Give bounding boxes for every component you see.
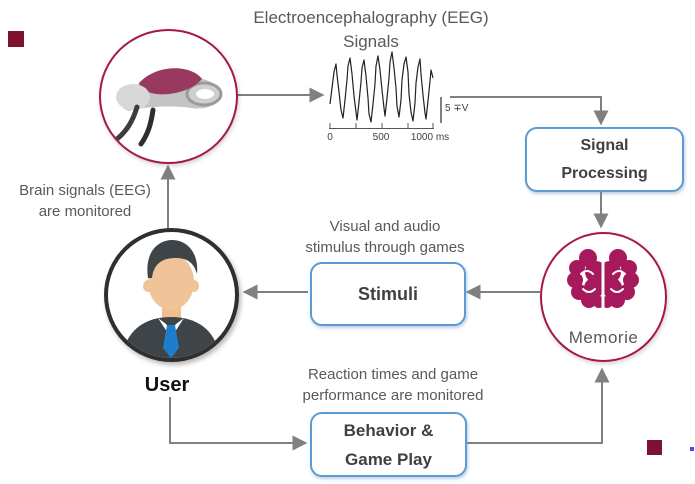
node-memorie: Memorie — [540, 232, 667, 362]
node-eeg-headset — [99, 29, 238, 164]
eeg-axis-ticks — [329, 123, 434, 128]
annotation-brain-signals: Brain signals (EEG) are monitored — [0, 180, 171, 222]
behavior-line2: Game Play — [345, 449, 432, 469]
annotation-reaction-times: Reaction times and game performance are … — [263, 364, 523, 406]
diagram-title-line2: Signals — [343, 32, 399, 51]
eeg-waveform — [329, 51, 434, 123]
arrow-user-to-behavior — [169, 397, 308, 451]
annotation-visual-audio-line1: Visual and audio — [329, 218, 441, 235]
user-label: User — [144, 374, 190, 396]
diagram-title: Electroencephalography (EEG) Signals — [171, 6, 571, 54]
eeg-tick-label-1000ms: 1000 ms — [410, 132, 450, 143]
annotation-reaction-times-line2: performance are monitored — [302, 387, 484, 404]
annotation-brain-signals-line2: are monitored — [38, 203, 132, 220]
arrow-signals-to-signal-processing — [450, 96, 609, 126]
box-behavior-game-play: Behavior & Game Play — [310, 412, 467, 477]
box-stimuli: Stimuli — [310, 262, 466, 326]
edge-marker-dot — [690, 447, 694, 451]
eeg-tick-label-500: 500 — [372, 132, 390, 143]
person-avatar-icon — [122, 240, 220, 358]
behavior-line1: Behavior & — [343, 420, 434, 440]
arrow-behavior-to-memorie — [464, 367, 610, 444]
annotation-visual-audio-line2: stimulus through games — [305, 239, 465, 256]
box-signal-processing: Signal Processing — [525, 127, 684, 192]
signal-processing-line2: Processing — [561, 164, 648, 182]
signal-processing-line1: Signal — [580, 136, 629, 154]
node-user — [104, 228, 239, 362]
stimuli-label: Stimuli — [357, 283, 418, 304]
annotation-reaction-times-line1: Reaction times and game — [307, 366, 479, 383]
eeg-tick-label-0: 0 — [327, 132, 333, 143]
corner-marker-bottom-right — [647, 440, 662, 455]
eeg-scale-label: 5 ∓V — [445, 103, 469, 114]
memorie-label: Memorie — [568, 328, 639, 347]
brain-icon — [567, 249, 639, 308]
eeg-headset-icon — [114, 68, 223, 147]
corner-marker-top-left — [8, 31, 24, 47]
annotation-visual-audio: Visual and audio stimulus through games — [265, 216, 505, 258]
annotation-brain-signals-line1: Brain signals (EEG) — [19, 182, 151, 199]
diagram-title-line1: Electroencephalography (EEG) — [253, 8, 489, 27]
